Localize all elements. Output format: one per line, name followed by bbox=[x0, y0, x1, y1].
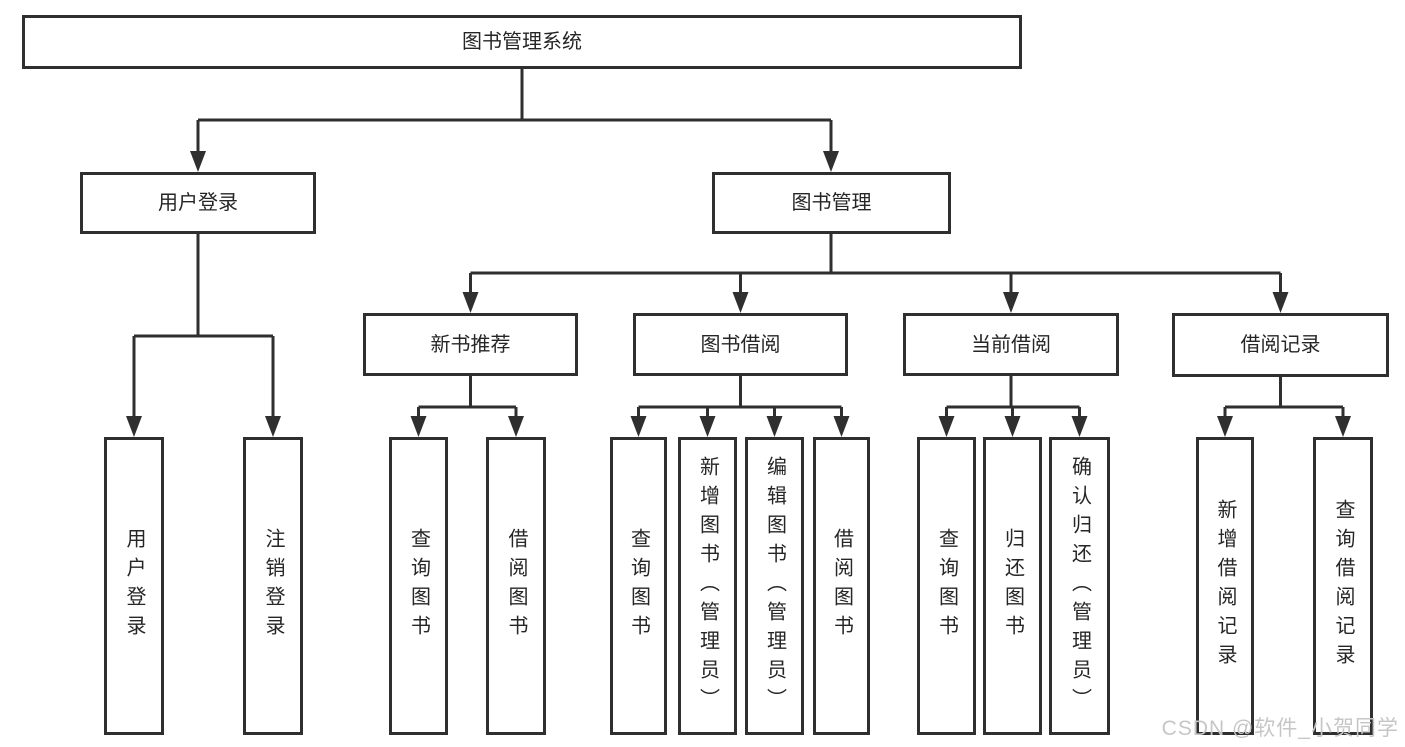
leaf-user-login: 用户登录 bbox=[104, 437, 164, 735]
leaf-logout: 注销登录 bbox=[243, 437, 303, 735]
leaf-label: 确认归还（管理员） bbox=[1068, 455, 1091, 717]
leaf-query-books-1: 查询图书 bbox=[389, 437, 448, 735]
leaf-label: 注销登录 bbox=[262, 528, 284, 644]
leaf-add-borrow-record: 新增借阅记录 bbox=[1196, 437, 1254, 735]
leaf-confirm-return-admin: 确认归还（管理员） bbox=[1049, 437, 1110, 735]
node-root-library-system: 图书管理系统 bbox=[22, 15, 1022, 69]
node-label: 图书借阅 bbox=[700, 333, 781, 356]
node-borrow-records: 借阅记录 bbox=[1172, 313, 1389, 377]
leaf-label: 归还图书 bbox=[1001, 528, 1024, 644]
node-label: 新书推荐 bbox=[430, 333, 511, 356]
leaf-label: 查询借阅记录 bbox=[1332, 499, 1354, 673]
leaf-edit-books-admin: 编辑图书（管理员） bbox=[745, 437, 804, 735]
leaf-query-books-2: 查询图书 bbox=[610, 437, 667, 735]
leaf-label: 新增图书（管理员） bbox=[696, 455, 719, 717]
leaf-label: 查询图书 bbox=[407, 528, 430, 644]
leaf-return-books: 归还图书 bbox=[983, 437, 1042, 735]
leaf-borrow-books-1: 借阅图书 bbox=[486, 437, 546, 735]
leaf-borrow-books-2: 借阅图书 bbox=[813, 437, 870, 735]
node-book-borrowing: 图书借阅 bbox=[633, 313, 848, 376]
leaf-query-borrow-record: 查询借阅记录 bbox=[1313, 437, 1373, 735]
tree-edges bbox=[132, 69, 1345, 419]
leaf-query-books-3: 查询图书 bbox=[917, 437, 976, 735]
node-book-management: 图书管理 bbox=[712, 172, 951, 234]
leaf-label: 借阅图书 bbox=[505, 528, 527, 644]
node-current-borrowing: 当前借阅 bbox=[903, 313, 1119, 376]
node-label: 图书管理系统 bbox=[462, 31, 582, 53]
leaf-label: 用户登录 bbox=[123, 528, 145, 644]
leaf-add-books-admin: 新增图书（管理员） bbox=[678, 437, 737, 735]
arrowheads bbox=[126, 151, 1351, 437]
node-new-book-recommend: 新书推荐 bbox=[363, 313, 578, 376]
leaf-label: 编辑图书（管理员） bbox=[763, 455, 786, 717]
node-label: 当前借阅 bbox=[971, 333, 1051, 356]
node-user-login: 用户登录 bbox=[80, 172, 316, 234]
node-label: 借阅记录 bbox=[1240, 334, 1321, 356]
leaf-label: 新增借阅记录 bbox=[1214, 499, 1236, 673]
leaf-label: 查询图书 bbox=[627, 528, 650, 644]
csdn-watermark: CSDN @软件_小贺同学 bbox=[1161, 717, 1399, 740]
leaf-label: 查询图书 bbox=[935, 528, 958, 644]
node-label: 图书管理 bbox=[791, 192, 872, 214]
node-label: 用户登录 bbox=[158, 192, 238, 214]
leaf-label: 借阅图书 bbox=[830, 528, 853, 644]
